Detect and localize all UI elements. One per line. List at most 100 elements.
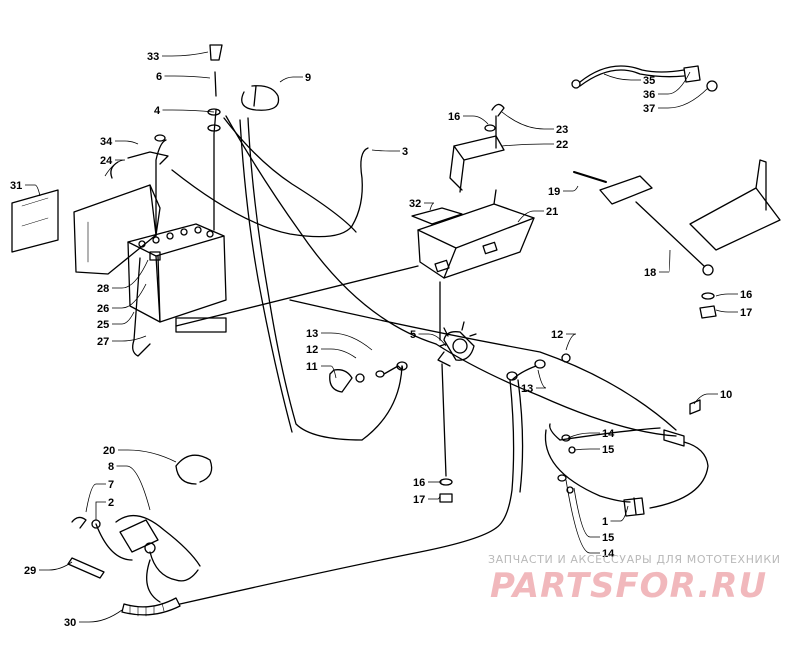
callout-label: 12 xyxy=(551,329,563,341)
callout-label: 15 xyxy=(602,532,614,544)
part-rod-assembly xyxy=(573,159,781,319)
callout-leader xyxy=(95,501,106,520)
part-sleeve-30 xyxy=(121,597,181,617)
callout-label: 11 xyxy=(306,361,318,373)
callout-label: 15 xyxy=(602,444,614,456)
callout-label: 30 xyxy=(64,617,76,629)
callout-label: 9 xyxy=(305,72,311,84)
part-battery xyxy=(127,223,227,357)
callout-leader xyxy=(517,210,544,223)
watermark-brand: PARTSFOR.RU xyxy=(490,566,768,606)
callout-leader xyxy=(563,185,579,192)
callout-label: 18 xyxy=(644,267,656,279)
part-sleeve-29 xyxy=(67,557,105,579)
part-clamp-ring xyxy=(241,85,280,111)
callout-label: 27 xyxy=(97,336,109,348)
callout-label: 4 xyxy=(154,105,161,117)
callout-leader xyxy=(112,259,149,289)
part-mount-plate xyxy=(417,189,535,341)
callout-leader xyxy=(321,365,337,379)
part-plug xyxy=(623,497,645,517)
part-washer-nut xyxy=(439,363,453,503)
callout-leader xyxy=(104,159,126,177)
callout-leader xyxy=(39,561,73,571)
callout-label: 32 xyxy=(409,198,421,210)
callout-leader xyxy=(567,432,600,439)
callout-leader xyxy=(603,73,641,81)
callout-leader xyxy=(162,109,215,113)
callout-leader xyxy=(115,140,139,145)
callout-label: 28 xyxy=(97,283,109,295)
part-ground-wire xyxy=(175,265,419,327)
watermark-tagline: ЗАПЧАСТИ И АКСЕССУАРЫ ДЛЯ МОТОТЕХНИКИ xyxy=(488,553,781,566)
callout-label: 16 xyxy=(413,477,425,489)
callout-leader xyxy=(85,483,106,513)
callout-label: 16 xyxy=(448,111,460,123)
callout-leader xyxy=(463,115,489,125)
callout-label: 12 xyxy=(306,344,318,356)
callout-leader xyxy=(418,333,447,347)
callout-leader xyxy=(659,249,671,273)
callout-leader xyxy=(321,332,373,351)
callout-label: 3 xyxy=(402,146,408,158)
callout-label: 7 xyxy=(108,479,114,491)
callout-label: 25 xyxy=(97,319,109,331)
callout-label: 20 xyxy=(103,445,115,457)
part-shield-plate xyxy=(11,189,59,253)
part-lead xyxy=(571,65,718,92)
callout-label: 31 xyxy=(10,180,22,192)
callout-leader xyxy=(658,71,691,95)
callout-leader xyxy=(321,348,357,359)
callout-label: 35 xyxy=(643,75,655,87)
callout-label: 33 xyxy=(147,51,159,63)
callout-leader xyxy=(565,333,577,351)
callout-leader xyxy=(112,335,147,342)
part-band-clamp xyxy=(175,454,213,485)
callout-label: 1 xyxy=(602,516,608,528)
callout-leader xyxy=(118,449,177,463)
callout-leader xyxy=(573,487,600,538)
callout-leader xyxy=(715,309,738,313)
part-terminal-boot xyxy=(329,361,408,393)
callout-leader xyxy=(371,149,400,152)
callout-leader xyxy=(25,184,41,197)
callout-leader xyxy=(112,283,147,309)
callout-leader xyxy=(693,393,718,405)
callout-label: 36 xyxy=(643,89,655,101)
callout-label: 13 xyxy=(521,383,533,395)
callout-label: 17 xyxy=(413,494,425,506)
callout-leader xyxy=(424,202,435,211)
callout-leader xyxy=(610,505,629,522)
callout-label: 6 xyxy=(156,71,162,83)
callout-leader xyxy=(428,495,441,500)
callout-leaders xyxy=(25,51,738,623)
part-cable-right xyxy=(495,353,571,529)
part-battery-cover xyxy=(73,184,161,275)
callout-leader xyxy=(536,369,547,389)
callout-label: 22 xyxy=(556,139,568,151)
callout-label: 37 xyxy=(643,103,655,115)
callout-label: 5 xyxy=(410,329,416,341)
part-connector xyxy=(544,399,709,509)
part-battery-cables xyxy=(110,44,223,237)
callout-leader xyxy=(164,75,211,79)
callout-label: 10 xyxy=(720,389,732,401)
callout-label: 29 xyxy=(24,565,36,577)
part-return-wire xyxy=(146,527,497,605)
callout-leader xyxy=(112,311,135,325)
callout-label: 23 xyxy=(556,124,568,136)
part-solenoid xyxy=(437,321,477,367)
part-cable-3 xyxy=(171,117,369,238)
part-washers xyxy=(557,434,576,494)
callout-label: 14 xyxy=(602,428,615,440)
callout-label: 34 xyxy=(100,136,113,148)
callout-leader xyxy=(715,293,738,297)
callout-leader xyxy=(501,111,554,130)
callout-label: 26 xyxy=(97,303,109,315)
callout-leader xyxy=(573,448,600,451)
part-main-harness xyxy=(225,115,677,441)
part-pickup xyxy=(71,514,201,582)
